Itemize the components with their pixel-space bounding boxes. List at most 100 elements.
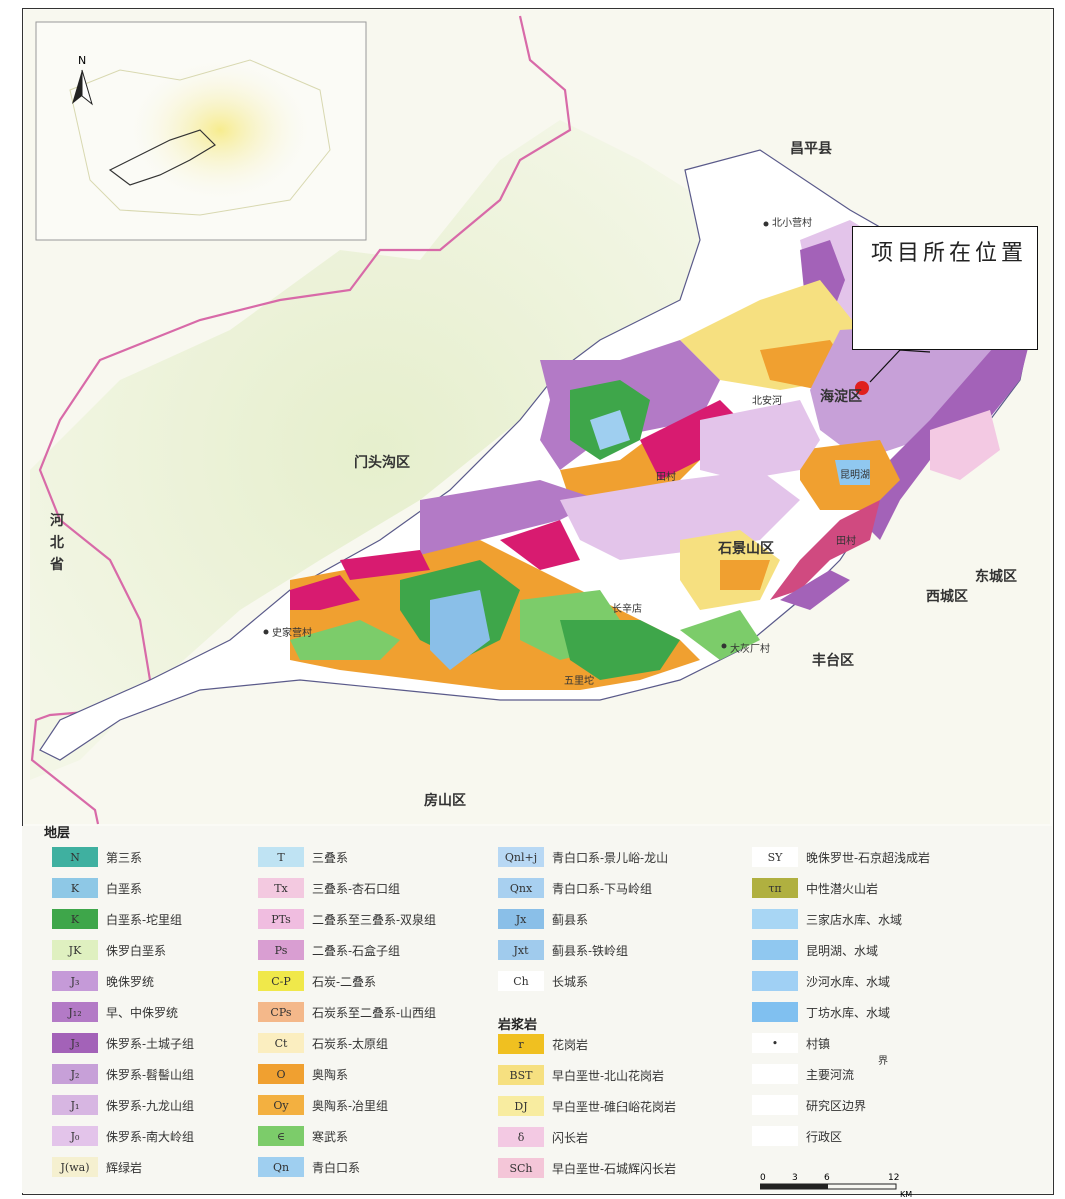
legend-label: 白垩系 [106, 881, 143, 896]
legend-item: 研究区边界 [752, 1094, 866, 1116]
legend-item: N 第三系 [52, 846, 142, 868]
legend-label: 三家店水库、水域 [806, 912, 903, 927]
legend-swatch: PTs [258, 909, 304, 929]
legend-label: 早白垩世-石城辉闪长岩 [552, 1161, 677, 1176]
legend-swatch: r [498, 1034, 544, 1054]
legend-label: 青白口系-景儿峪-龙山 [552, 850, 669, 865]
legend-item: SCh 早白垩世-石城辉闪长岩 [498, 1157, 676, 1179]
scale-tick-6: 6 [824, 1173, 830, 1183]
legend-swatch: Ch [498, 971, 544, 991]
unit-jx-southwest [430, 590, 490, 670]
legend-label: 青白口系-下马岭组 [552, 881, 653, 896]
legend-label: 二叠系-石盒子组 [312, 943, 401, 958]
legend-item: 行政区 [752, 1125, 842, 1147]
legend-item: 主要河流 [752, 1063, 854, 1085]
legend-swatch: J₁₂ [52, 1002, 98, 1022]
label-shijingshan: 石景山区 [718, 541, 774, 557]
callout-pointer [869, 349, 931, 383]
legend-item: K 白垩系 [52, 877, 142, 899]
legend-label: 寒武系 [312, 1129, 349, 1144]
village-dot [721, 643, 727, 649]
label-mentougou: 门头沟区 [354, 455, 410, 471]
scale-tick-0: 0 [760, 1173, 766, 1183]
legend-swatch: Jx [498, 909, 544, 929]
legend-swatch: Jxt [498, 940, 544, 960]
label-hebei: 河北省 [50, 513, 64, 573]
legend-swatch [752, 1064, 798, 1084]
legend-label: 第三系 [106, 850, 143, 865]
north-label: N [78, 54, 86, 67]
unit-k-south [560, 620, 680, 680]
legend-swatch: DJ [498, 1096, 544, 1116]
label-dahuichang: 大灰厂村 [730, 644, 770, 655]
legend-swatch: J₁ [52, 1095, 98, 1115]
legend-swatch: K [52, 878, 98, 898]
legend-swatch: N [52, 847, 98, 867]
legend-label: 闪长岩 [552, 1130, 589, 1145]
legend-item: Qn 青白口系 [258, 1156, 360, 1178]
label-haidian: 海淀区 [820, 389, 862, 405]
legend-item: J(wa)辉绿岩 [52, 1156, 142, 1178]
legend-swatch: CPs [258, 1002, 304, 1022]
legend-swatch: O [258, 1064, 304, 1084]
legend-item: 丁坊水库、水域 [752, 1001, 890, 1023]
project-location-marker [855, 381, 869, 395]
legend-label: 侏罗系-土城子组 [106, 1036, 195, 1051]
label-tiancun: 田村 [836, 536, 856, 547]
inset-beijing-boundary [69, 59, 331, 216]
unit-pink-east [770, 500, 880, 600]
unit-pink-mid [500, 520, 580, 570]
label-beixiaoying: 北小营村 [772, 218, 812, 229]
unit-j-south [780, 570, 850, 610]
label-changping: 昌平县 [790, 141, 832, 157]
legend-label: 早白垩世-碓臼峪花岗岩 [552, 1099, 677, 1114]
legend-swatch [752, 1002, 798, 1022]
legend-item: •村镇 [752, 1032, 830, 1054]
legend-swatch: SCh [498, 1158, 544, 1178]
legend-label: 早、中侏罗统 [106, 1005, 179, 1020]
project-callout: 项目所在位置 [852, 226, 1038, 350]
unit-pink-belt [340, 550, 430, 580]
unit-j-center [700, 400, 820, 480]
label-changxindian: 长辛店 [612, 604, 642, 615]
legend-item: 三家店水库、水域 [752, 908, 902, 930]
label-dongcheng: 东城区 [975, 569, 1017, 585]
legend-extra-right: 界 [878, 1056, 888, 1067]
label-fengtai: 丰台区 [812, 653, 854, 669]
legend-swatch: SY [752, 847, 798, 867]
legend-swatch: Qnl+j [498, 847, 544, 867]
village-dot [763, 221, 769, 227]
legend-label: 石炭-二叠系 [312, 974, 377, 989]
unit-jwa [930, 410, 1000, 480]
legend-label: 辉绿岩 [106, 1160, 143, 1175]
legend-swatch [752, 1095, 798, 1115]
legend-swatch [752, 909, 798, 929]
scale-tick-12: 12 [888, 1173, 899, 1183]
label-village-left: 史家营村 [272, 628, 312, 639]
legend-swatch: T [258, 847, 304, 867]
legend-swatch: J₀ [52, 1126, 98, 1146]
kunming-lake [835, 460, 870, 485]
scale-unit: KM [900, 1190, 912, 1198]
inset-beijing-area [130, 60, 310, 200]
legend-swatch: Qn [258, 1157, 304, 1177]
legend-label: 青白口系 [312, 1160, 361, 1175]
legend-label: 花岗岩 [552, 1037, 589, 1052]
label-jiataocun: 田村 [656, 472, 676, 483]
north-arrow-icon [72, 69, 93, 106]
